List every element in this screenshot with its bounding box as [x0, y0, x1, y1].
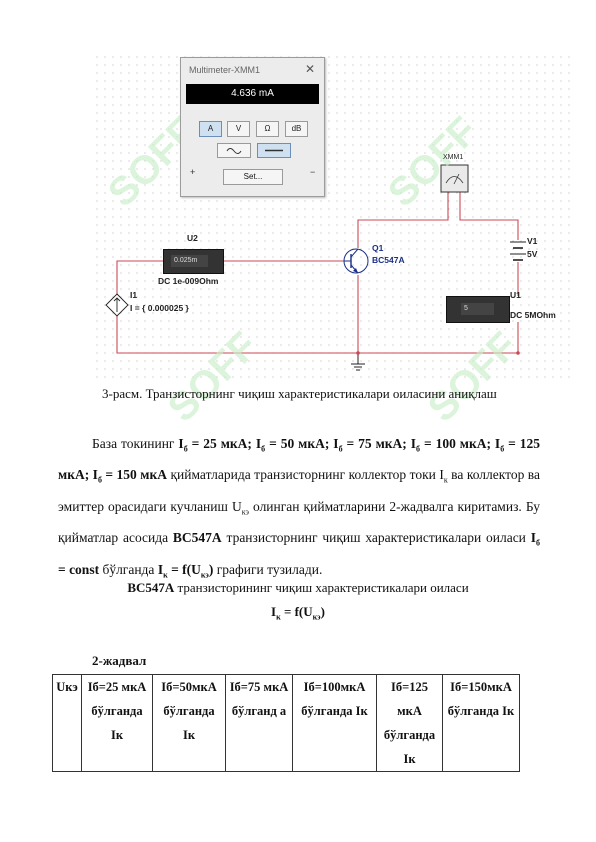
- battery-symbol: [510, 241, 526, 261]
- table-heading-line2: Iк = f(Uкэ): [0, 604, 596, 622]
- heading-bold: BC547A: [127, 580, 175, 595]
- ac-button[interactable]: [217, 143, 251, 158]
- q1-model: BC547A: [372, 255, 405, 265]
- para-text: қийматларида транзисторнинг коллектор то…: [167, 467, 444, 483]
- multimeter-icon: [440, 164, 469, 193]
- table-header-cell: Iб=150мкА бўлганда Iк: [442, 674, 520, 772]
- para-sub: кэ: [241, 507, 249, 517]
- multimeter-display: 4.636 mA: [186, 84, 319, 104]
- u2-spec: DC 1e-009Ohm: [158, 276, 219, 286]
- i1-name: I1: [130, 290, 138, 300]
- body-paragraph: База токининг Iб = 25 мкА; Iб = 50 мкА; …: [58, 431, 540, 588]
- ground-symbol: [351, 353, 365, 371]
- table-header-cell: Iб=50мкА бўлганда Iк: [152, 674, 226, 772]
- para-sub: б: [183, 444, 188, 454]
- para-bold: = 50 мкА; I: [265, 436, 339, 451]
- para-text: бўлганда: [99, 561, 158, 577]
- u1-reading: 5: [461, 303, 494, 315]
- u2-name: U2: [187, 233, 198, 243]
- mode-button-volt[interactable]: V: [227, 121, 250, 137]
- ac-wave-icon: [226, 148, 242, 154]
- dc-button[interactable]: [257, 143, 291, 158]
- heading-sub: к: [276, 612, 281, 622]
- para-text: олинган қийматларини 2-жадвалга киритами…: [58, 498, 541, 546]
- para-bold: I: [157, 561, 164, 577]
- u2-ammeter: 0.025m: [163, 249, 224, 274]
- minus-terminal: −: [310, 167, 316, 177]
- para-bold: I: [178, 436, 184, 451]
- para-text: ва коллектор ва эмиттер орасидаги кучлан…: [58, 467, 540, 514]
- circuit-diagram: [92, 55, 570, 380]
- data-table: Uкэ Iб=25 мкА бўлганда Iк Iб=50мкА бўлга…: [52, 674, 520, 772]
- table-header-cell: Iб=25 мкА бўлганда Iк: [81, 674, 153, 772]
- para-sub: кэ: [200, 570, 209, 580]
- para-sub: б: [500, 444, 505, 454]
- mode-button-ohm[interactable]: Ω: [256, 121, 279, 137]
- heading-text: = f(U: [280, 604, 313, 619]
- para-sub: к: [163, 570, 168, 580]
- i1-value: I = { 0.000025 }: [130, 303, 189, 313]
- heading-text: ): [320, 604, 325, 619]
- q1-name: Q1: [372, 243, 384, 253]
- u1-spec: DC 5MOhm: [510, 310, 556, 320]
- para-bold: = 100 мкА; I: [420, 436, 501, 451]
- junction-dot: [516, 351, 520, 355]
- table-label: 2-жадвал: [92, 653, 147, 668]
- para-sub: б: [97, 476, 102, 486]
- multimeter-title: Multimeter-XMM1: [189, 65, 261, 75]
- v1-name: V1: [527, 236, 538, 246]
- para-bold: = 25 мкА; I: [187, 436, 262, 451]
- para-bold: = 75 мкА; I: [342, 436, 417, 451]
- para-bold: BC547A: [172, 530, 222, 546]
- para-text: графиги тузилади.: [213, 561, 323, 577]
- para-bold: = 150 мкА: [101, 467, 167, 483]
- heading-sub: кэ: [312, 612, 321, 622]
- table-header-cell: Iб=100мкА бўлганда Iк: [292, 674, 377, 772]
- para-bold: = f(U: [167, 561, 201, 577]
- figure-caption: 3-расм. Транзисторнинг чиқиш характерист…: [102, 386, 497, 401]
- para-sub: к: [443, 476, 448, 486]
- heading-text: I: [271, 604, 277, 619]
- dc-line-icon: [265, 149, 283, 152]
- plus-terminal: +: [190, 167, 196, 177]
- table-header-cell: Iб=125 мкА бўлганда Iк: [376, 674, 443, 772]
- para-bold: = const: [58, 561, 100, 577]
- set-button[interactable]: Set...: [223, 169, 283, 185]
- table-row: Uкэ Iб=25 мкА бўлганда Iк Iб=50мкА бўлга…: [52, 674, 520, 772]
- para-sub: б: [261, 444, 266, 454]
- multimeter-window: Multimeter-XMM1 ✕ 4.636 mA A V Ω dB + − …: [180, 57, 325, 197]
- para-bold: ): [208, 561, 214, 577]
- u1-voltmeter: 5: [446, 296, 510, 323]
- table-header-cell: Iб=75 мкА бўлганд а: [225, 674, 293, 772]
- xmm1-label: XMM1: [443, 154, 464, 161]
- transistor-symbol: [343, 248, 369, 274]
- table-header-cell: Uкэ: [52, 674, 82, 772]
- close-icon[interactable]: ✕: [304, 62, 315, 76]
- para-bold: = 125 мкА; I: [58, 436, 541, 483]
- junction-dot: [356, 351, 360, 355]
- mode-button-db[interactable]: dB: [285, 121, 308, 137]
- u1-name: U1: [510, 290, 521, 300]
- para-sub: б: [416, 444, 420, 454]
- para-sub: б: [536, 539, 540, 549]
- heading-text: транзисторининг чиқиш характеристикалари…: [174, 580, 469, 595]
- grid-background: [92, 55, 570, 380]
- para-sub: б: [338, 444, 343, 454]
- current-source-symbol: [105, 293, 129, 317]
- para-text: транзисторнинг чиқиш характеристикалари …: [221, 530, 531, 546]
- circuit-figure: SOFF SOFF SOFF SOFF Multimeter-XMM1 ✕ 4.…: [0, 0, 596, 430]
- para-bold: I: [530, 530, 536, 546]
- mode-button-ampere[interactable]: A: [199, 121, 222, 137]
- para-text: База токининг: [92, 436, 179, 451]
- u2-reading: 0.025m: [171, 255, 208, 267]
- table-heading-line1: BC547A транзисторининг чиқиш характерист…: [0, 580, 596, 596]
- v1-value: 5V: [527, 249, 538, 259]
